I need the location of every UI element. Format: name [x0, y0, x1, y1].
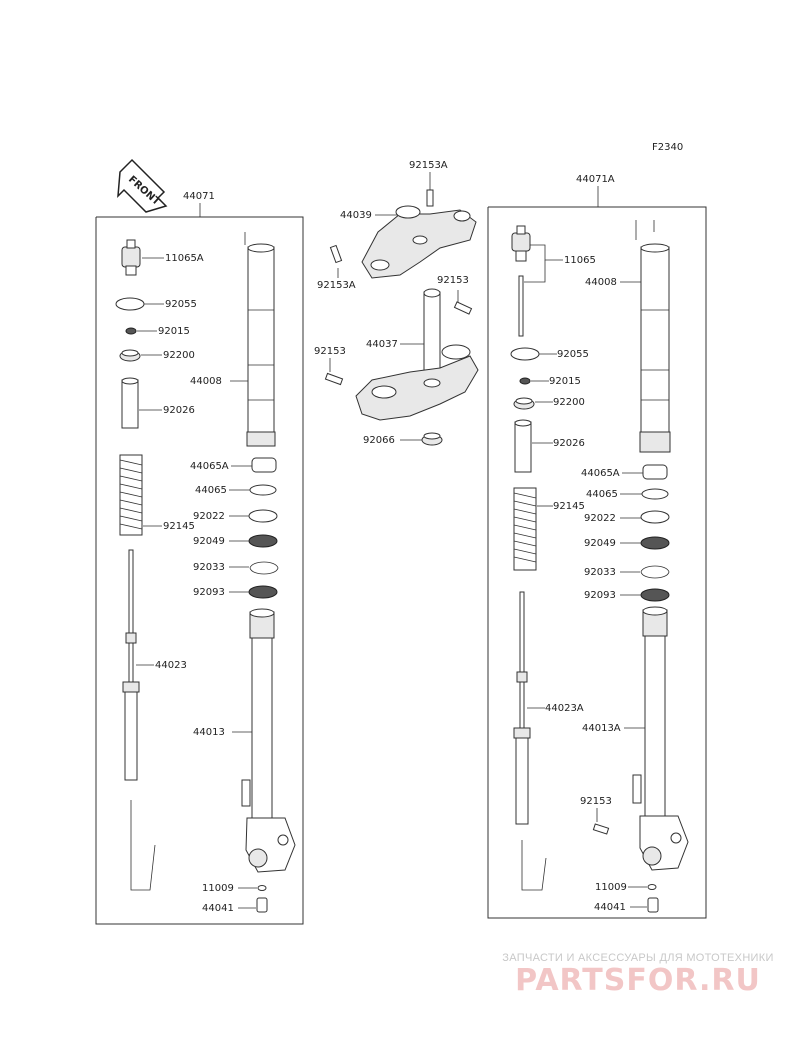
- label-92145-r: 92145: [553, 501, 585, 512]
- bolt-92153-r: [592, 823, 610, 835]
- bushing-44065a: [251, 457, 277, 473]
- label-92066: 92066: [363, 435, 395, 446]
- steering-stem-assembly: 92153A 44039 92153A 92153 44037: [314, 160, 479, 446]
- label-92153-left: 92153: [314, 346, 346, 357]
- label-44065: 44065: [195, 485, 227, 496]
- label-92153-r: 92153: [580, 796, 612, 807]
- label-44037: 44037: [366, 339, 398, 350]
- gasket-11009-r: [647, 884, 657, 890]
- watermark-logo: PARTSFOR.RU: [515, 963, 761, 998]
- outer-tube-44013a: [632, 606, 689, 871]
- bolt-92153a-top: [426, 189, 434, 207]
- label-92033-r: 92033: [584, 567, 616, 578]
- spring-92145: [119, 454, 143, 536]
- watermark: ЗАПЧАСТИ И АКСЕССУАРЫ ДЛЯ МОТОТЕХНИКИ PA…: [488, 952, 788, 998]
- label-92022-r: 92022: [584, 513, 616, 524]
- label-92153a-top: 92153A: [409, 160, 448, 171]
- right-fork-assembly: 44071A 11065 92055 92015 92200 920: [487, 174, 707, 919]
- label-44013: 44013: [193, 727, 225, 738]
- label-92093: 92093: [193, 587, 225, 598]
- o-ring-92055: [115, 297, 145, 311]
- steering-stem-44037: [355, 288, 479, 421]
- label-92055: 92055: [165, 299, 197, 310]
- label-44023: 44023: [155, 660, 187, 671]
- bolt-44041-r: [647, 897, 659, 913]
- label-92055-r: 92055: [557, 349, 589, 360]
- bushing-44065a-r: [642, 464, 668, 480]
- outer-tube-44013: [241, 608, 296, 873]
- nut-92015: [125, 327, 137, 335]
- label-92033: 92033: [193, 562, 225, 573]
- label-44041-r: 44041: [594, 902, 626, 913]
- damper-rod-44023a: [513, 591, 531, 825]
- label-44065a-r: 44065A: [581, 468, 620, 479]
- spring-92145-r: [513, 487, 537, 571]
- washer-92200: [119, 349, 141, 362]
- label-92015: 92015: [158, 326, 190, 337]
- dust-seal-92093-r: [640, 588, 670, 602]
- label-92093-r: 92093: [584, 590, 616, 601]
- collar-92026-r: [514, 419, 532, 473]
- oil-seal-92049: [248, 534, 278, 548]
- label-44008: 44008: [190, 376, 222, 387]
- label-92026-r: 92026: [553, 438, 585, 449]
- snap-ring-92033-r: [640, 565, 670, 579]
- label-92153-right: 92153: [437, 275, 469, 286]
- label-92015-r: 92015: [549, 376, 581, 387]
- right-assembly-number: 44071A: [576, 174, 615, 185]
- upper-bracket-44039: [361, 205, 477, 279]
- bushing-44065-r: [641, 488, 669, 500]
- label-44013a-r: 44013A: [582, 723, 621, 734]
- washer-92200-r: [513, 397, 535, 410]
- label-92153a-left: 92153A: [317, 280, 356, 291]
- label-44023a: 44023A: [545, 703, 584, 714]
- gasket-11009: [257, 885, 267, 891]
- inner-tube-44008: [244, 232, 276, 447]
- label-92022: 92022: [193, 511, 225, 522]
- label-11065: 11065: [564, 255, 596, 266]
- label-11009: 11009: [202, 883, 234, 894]
- label-44065-r: 44065: [586, 489, 618, 500]
- collar-92026: [121, 377, 139, 429]
- left-assembly-number: 44071: [183, 191, 215, 202]
- bolt-92153a-left: [329, 244, 343, 264]
- o-ring-92055-r: [510, 347, 540, 361]
- snap-ring-92033: [249, 561, 279, 575]
- bushing-44065: [249, 484, 277, 496]
- front-arrow-icon: FRONT: [117, 158, 168, 213]
- label-11009-r: 11009: [595, 882, 627, 893]
- washer-92022: [248, 509, 278, 523]
- inner-tube-44008-r: [635, 220, 671, 453]
- label-92145: 92145: [163, 521, 195, 532]
- dust-seal-92093: [248, 585, 278, 599]
- label-44039: 44039: [340, 210, 372, 221]
- damper-rod-44023: [122, 549, 140, 781]
- label-11065a: 11065A: [165, 253, 204, 264]
- label-92049: 92049: [193, 536, 225, 547]
- nut-92015-r: [519, 377, 531, 385]
- cap-bolt-11065: [511, 225, 531, 337]
- cap-bolt-11065a: [121, 239, 141, 276]
- label-92049-r: 92049: [584, 538, 616, 549]
- label-92026: 92026: [163, 405, 195, 416]
- label-44041: 44041: [202, 903, 234, 914]
- label-92200: 92200: [163, 350, 195, 361]
- label-92200-r: 92200: [553, 397, 585, 408]
- watermark-tagline: ЗАПЧАСТИ И АКСЕССУАРЫ ДЛЯ МОТОТЕХНИКИ: [502, 952, 774, 964]
- oil-seal-92049-r: [640, 536, 670, 550]
- label-44065a: 44065A: [190, 461, 229, 472]
- left-fork-assembly: 44071 11065A 92055 92015 92200: [95, 191, 304, 925]
- bolt-92153-right: [453, 301, 473, 315]
- diagram-code: F2340: [652, 142, 683, 153]
- label-44008-r: 44008: [585, 277, 617, 288]
- bolt-44041: [256, 897, 268, 913]
- washer-92022-r: [640, 510, 670, 524]
- bolt-92153-left: [324, 372, 344, 386]
- seal-92066: [421, 432, 443, 446]
